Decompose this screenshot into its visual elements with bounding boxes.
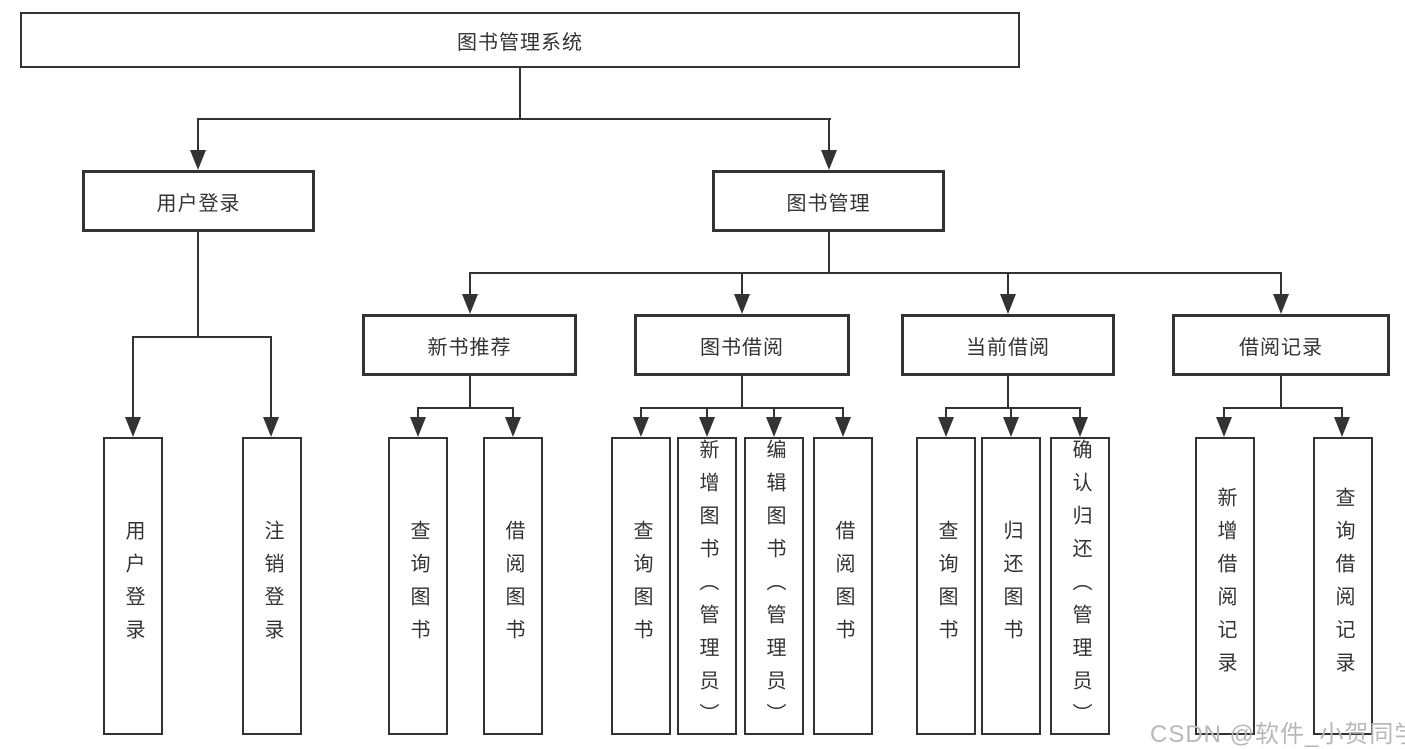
arrow-down-icon <box>1003 417 1019 437</box>
leaf-label: 查询图书 <box>935 520 957 652</box>
arrow-down-icon <box>1000 294 1016 314</box>
connector-line <box>640 407 844 409</box>
leaf-add-book-admin: 新增图书（管理员） <box>677 437 737 736</box>
node-current-borrow: 当前借阅 <box>901 314 1115 376</box>
connector-line <box>1280 272 1282 296</box>
node-label: 借阅记录 <box>1239 336 1323 359</box>
connector-line <box>132 336 134 418</box>
connector-line <box>469 272 471 296</box>
leaf-label: 借阅图书 <box>502 520 524 652</box>
node-book-borrow: 图书借阅 <box>634 314 850 376</box>
connector-line <box>197 232 199 336</box>
leaf-query-books-borrow: 查询图书 <box>611 437 671 735</box>
connector-line <box>1007 272 1009 296</box>
leaf-label: 新增图书（管理员） <box>696 439 718 736</box>
leaf-borrow-books-borrow: 借阅图书 <box>813 437 873 735</box>
connector-line <box>1007 376 1009 407</box>
leaf-add-borrow-record: 新增借阅记录 <box>1195 437 1255 735</box>
node-library-management-system: 图书管理系统 <box>20 12 1020 68</box>
connector-line <box>270 336 272 418</box>
arrow-down-icon <box>263 417 279 437</box>
arrow-down-icon <box>835 417 851 437</box>
connector-line <box>706 407 708 419</box>
node-new-book-recommend: 新书推荐 <box>362 314 577 376</box>
arrow-down-icon <box>505 417 521 437</box>
leaf-return-books: 归还图书 <box>981 437 1041 735</box>
node-label: 当前借阅 <box>966 336 1050 359</box>
leaf-label: 查询图书 <box>630 520 652 652</box>
leaf-label: 注销登录 <box>261 520 283 652</box>
connector-line <box>198 118 831 120</box>
csdn-watermark: CSDN @软件_小贺同学 <box>1150 721 1405 748</box>
connector-line <box>1223 407 1225 419</box>
connector-line <box>773 407 775 419</box>
connector-line <box>1341 407 1343 419</box>
connector-line <box>1223 407 1343 409</box>
leaf-label: 查询借阅记录 <box>1332 487 1354 685</box>
leaf-label: 借阅图书 <box>832 520 854 652</box>
arrow-down-icon <box>766 417 782 437</box>
node-label: 新书推荐 <box>427 336 512 359</box>
connector-line <box>512 407 514 419</box>
arrow-down-icon <box>1273 294 1289 314</box>
node-user-login: 用户登录 <box>82 170 315 232</box>
connector-line <box>469 272 1282 274</box>
arrow-down-icon <box>821 150 837 170</box>
connector-line <box>519 68 521 118</box>
connector-line <box>1280 376 1282 407</box>
leaf-query-books-current: 查询图书 <box>916 437 976 735</box>
node-borrow-records: 借阅记录 <box>1172 314 1390 376</box>
leaf-confirm-return-admin: 确认归还（管理员） <box>1050 437 1110 736</box>
node-label: 图书借阅 <box>700 336 784 359</box>
leaf-label: 用户登录 <box>122 520 144 652</box>
node-book-management: 图书管理 <box>712 170 945 232</box>
leaf-query-books-recommend: 查询图书 <box>388 437 448 735</box>
leaf-logout: 注销登录 <box>242 437 302 735</box>
connector-line <box>828 118 830 152</box>
arrow-down-icon <box>125 417 141 437</box>
connector-line <box>132 336 272 338</box>
leaf-borrow-books-recommend: 借阅图书 <box>483 437 543 735</box>
node-label: 图书管理系统 <box>457 31 583 54</box>
arrow-down-icon <box>938 417 954 437</box>
arrow-down-icon <box>1216 417 1232 437</box>
leaf-edit-book-admin: 编辑图书（管理员） <box>744 437 804 736</box>
connector-line <box>741 376 743 407</box>
arrow-down-icon <box>1072 417 1088 437</box>
leaf-label: 新增借阅记录 <box>1214 487 1236 685</box>
arrow-down-icon <box>190 150 206 170</box>
leaf-user-login: 用户登录 <box>103 437 163 735</box>
connector-line <box>640 407 642 419</box>
leaf-label: 编辑图书（管理员） <box>763 439 785 736</box>
connector-line <box>945 407 1081 409</box>
connector-line <box>741 272 743 296</box>
leaf-label: 归还图书 <box>1000 520 1022 652</box>
arrow-down-icon <box>633 417 649 437</box>
arrow-down-icon <box>462 294 478 314</box>
arrow-down-icon <box>734 294 750 314</box>
connector-line <box>417 407 419 419</box>
connector-line <box>417 407 514 409</box>
connector-line <box>469 376 471 407</box>
arrow-down-icon <box>1334 417 1350 437</box>
connector-line <box>842 407 844 419</box>
node-label: 用户登录 <box>156 192 241 215</box>
arrow-down-icon <box>410 417 426 437</box>
leaf-query-borrow-record: 查询借阅记录 <box>1313 437 1373 735</box>
connector-line <box>197 118 199 152</box>
connector-line <box>828 232 830 272</box>
arrow-down-icon <box>699 417 715 437</box>
connector-line <box>1010 407 1012 419</box>
leaf-label: 查询图书 <box>407 520 429 652</box>
connector-line <box>945 407 947 419</box>
connector-line <box>1079 407 1081 419</box>
node-label: 图书管理 <box>786 192 871 215</box>
leaf-label: 确认归还（管理员） <box>1069 439 1091 736</box>
